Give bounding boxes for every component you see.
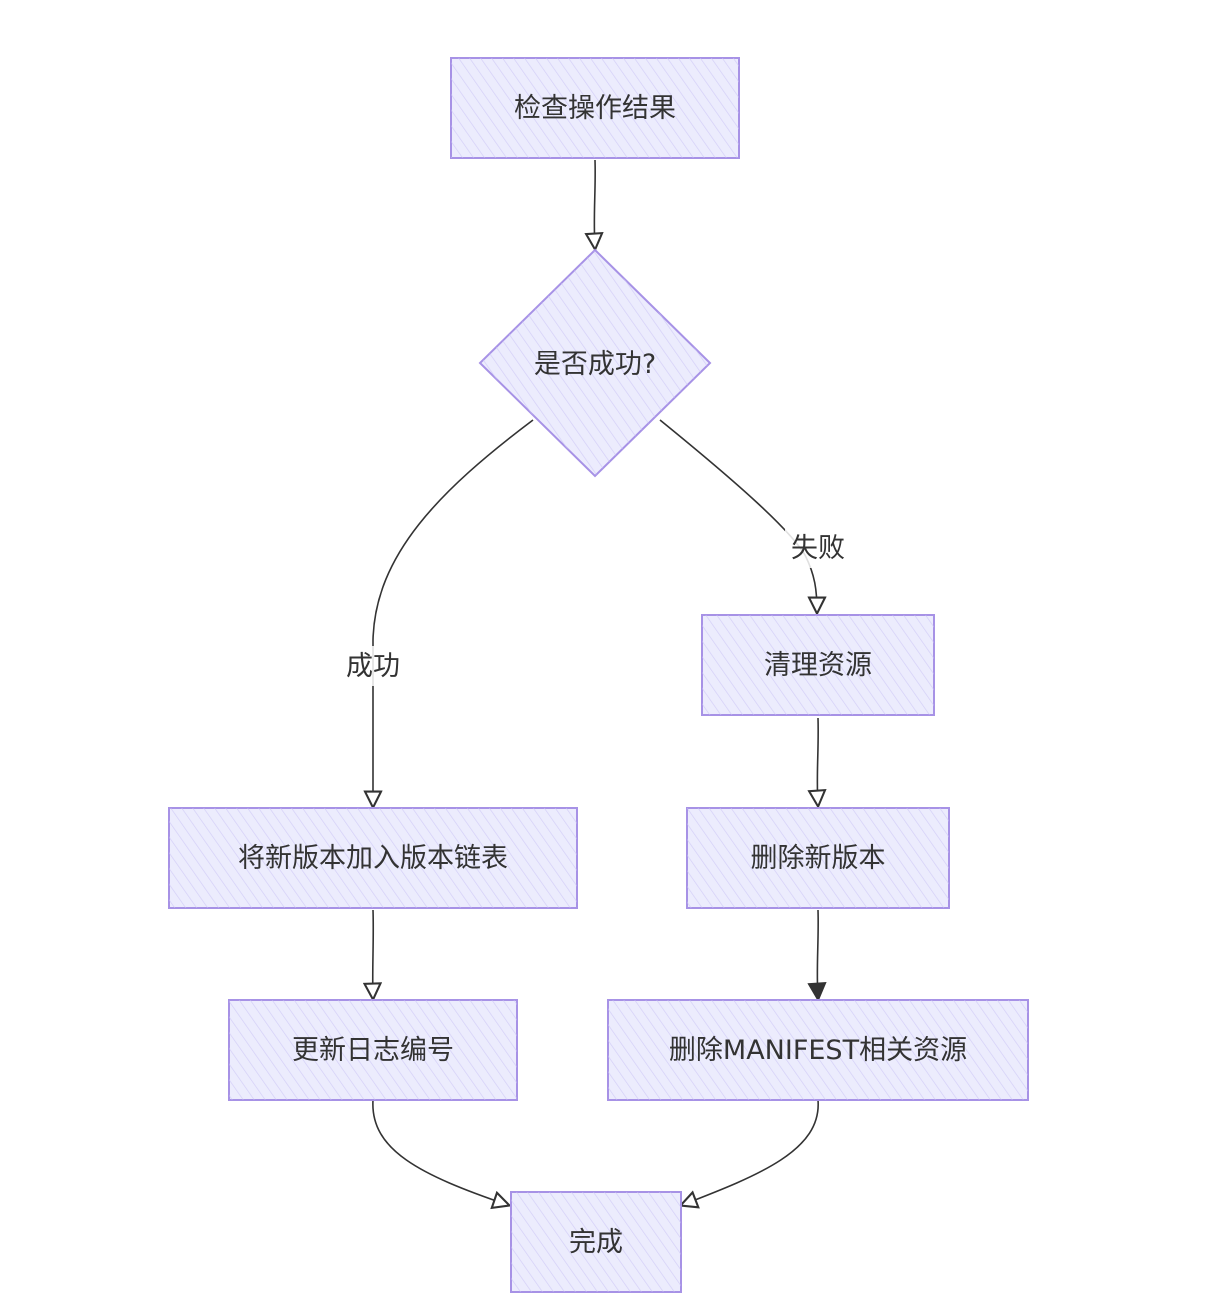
edge-update-to-done bbox=[372, 1099, 508, 1205]
edge-delete-version-to-delete-manifest bbox=[817, 909, 818, 998]
node-done-label: 完成 bbox=[569, 1227, 623, 1258]
edge-label-fail: 失败 bbox=[791, 533, 845, 564]
node-clean-resources-label: 清理资源 bbox=[764, 650, 872, 681]
node-delete-new-version[interactable]: 删除新版本 bbox=[686, 807, 950, 909]
edge-add-to-update bbox=[373, 909, 374, 998]
edge-clean-to-delete-version bbox=[817, 717, 818, 805]
node-decision-success-label: 是否成功? bbox=[534, 349, 656, 380]
node-update-log-number[interactable]: 更新日志编号 bbox=[228, 999, 518, 1101]
node-delete-new-version-label: 删除新版本 bbox=[751, 843, 886, 874]
node-update-log-number-label: 更新日志编号 bbox=[292, 1035, 454, 1066]
node-add-to-version-list[interactable]: 将新版本加入版本链表 bbox=[168, 807, 578, 909]
node-delete-manifest-resources[interactable]: 删除MANIFEST相关资源 bbox=[607, 999, 1029, 1101]
edge-delete-manifest-to-done bbox=[682, 1099, 819, 1205]
node-decision-success[interactable]: 是否成功? bbox=[478, 248, 712, 478]
node-delete-manifest-resources-label: 删除MANIFEST相关资源 bbox=[669, 1035, 967, 1066]
node-done[interactable]: 完成 bbox=[510, 1191, 682, 1293]
edge-decision-to-add bbox=[373, 419, 534, 806]
edge-check-to-decision bbox=[594, 159, 595, 248]
nodes: 检查操作结果 是否成功? 将新版本加入版本链表 更新日志编号 清理资源 bbox=[168, 57, 1029, 1293]
edge-decision-to-clean bbox=[659, 419, 817, 612]
node-check-result[interactable]: 检查操作结果 bbox=[450, 57, 740, 159]
node-check-result-label: 检查操作结果 bbox=[514, 93, 676, 124]
node-clean-resources[interactable]: 清理资源 bbox=[701, 614, 935, 716]
edge-labels: 成功 失败 bbox=[340, 528, 851, 686]
edge-label-success: 成功 bbox=[346, 651, 400, 682]
node-add-to-version-list-label: 将新版本加入版本链表 bbox=[238, 843, 508, 874]
